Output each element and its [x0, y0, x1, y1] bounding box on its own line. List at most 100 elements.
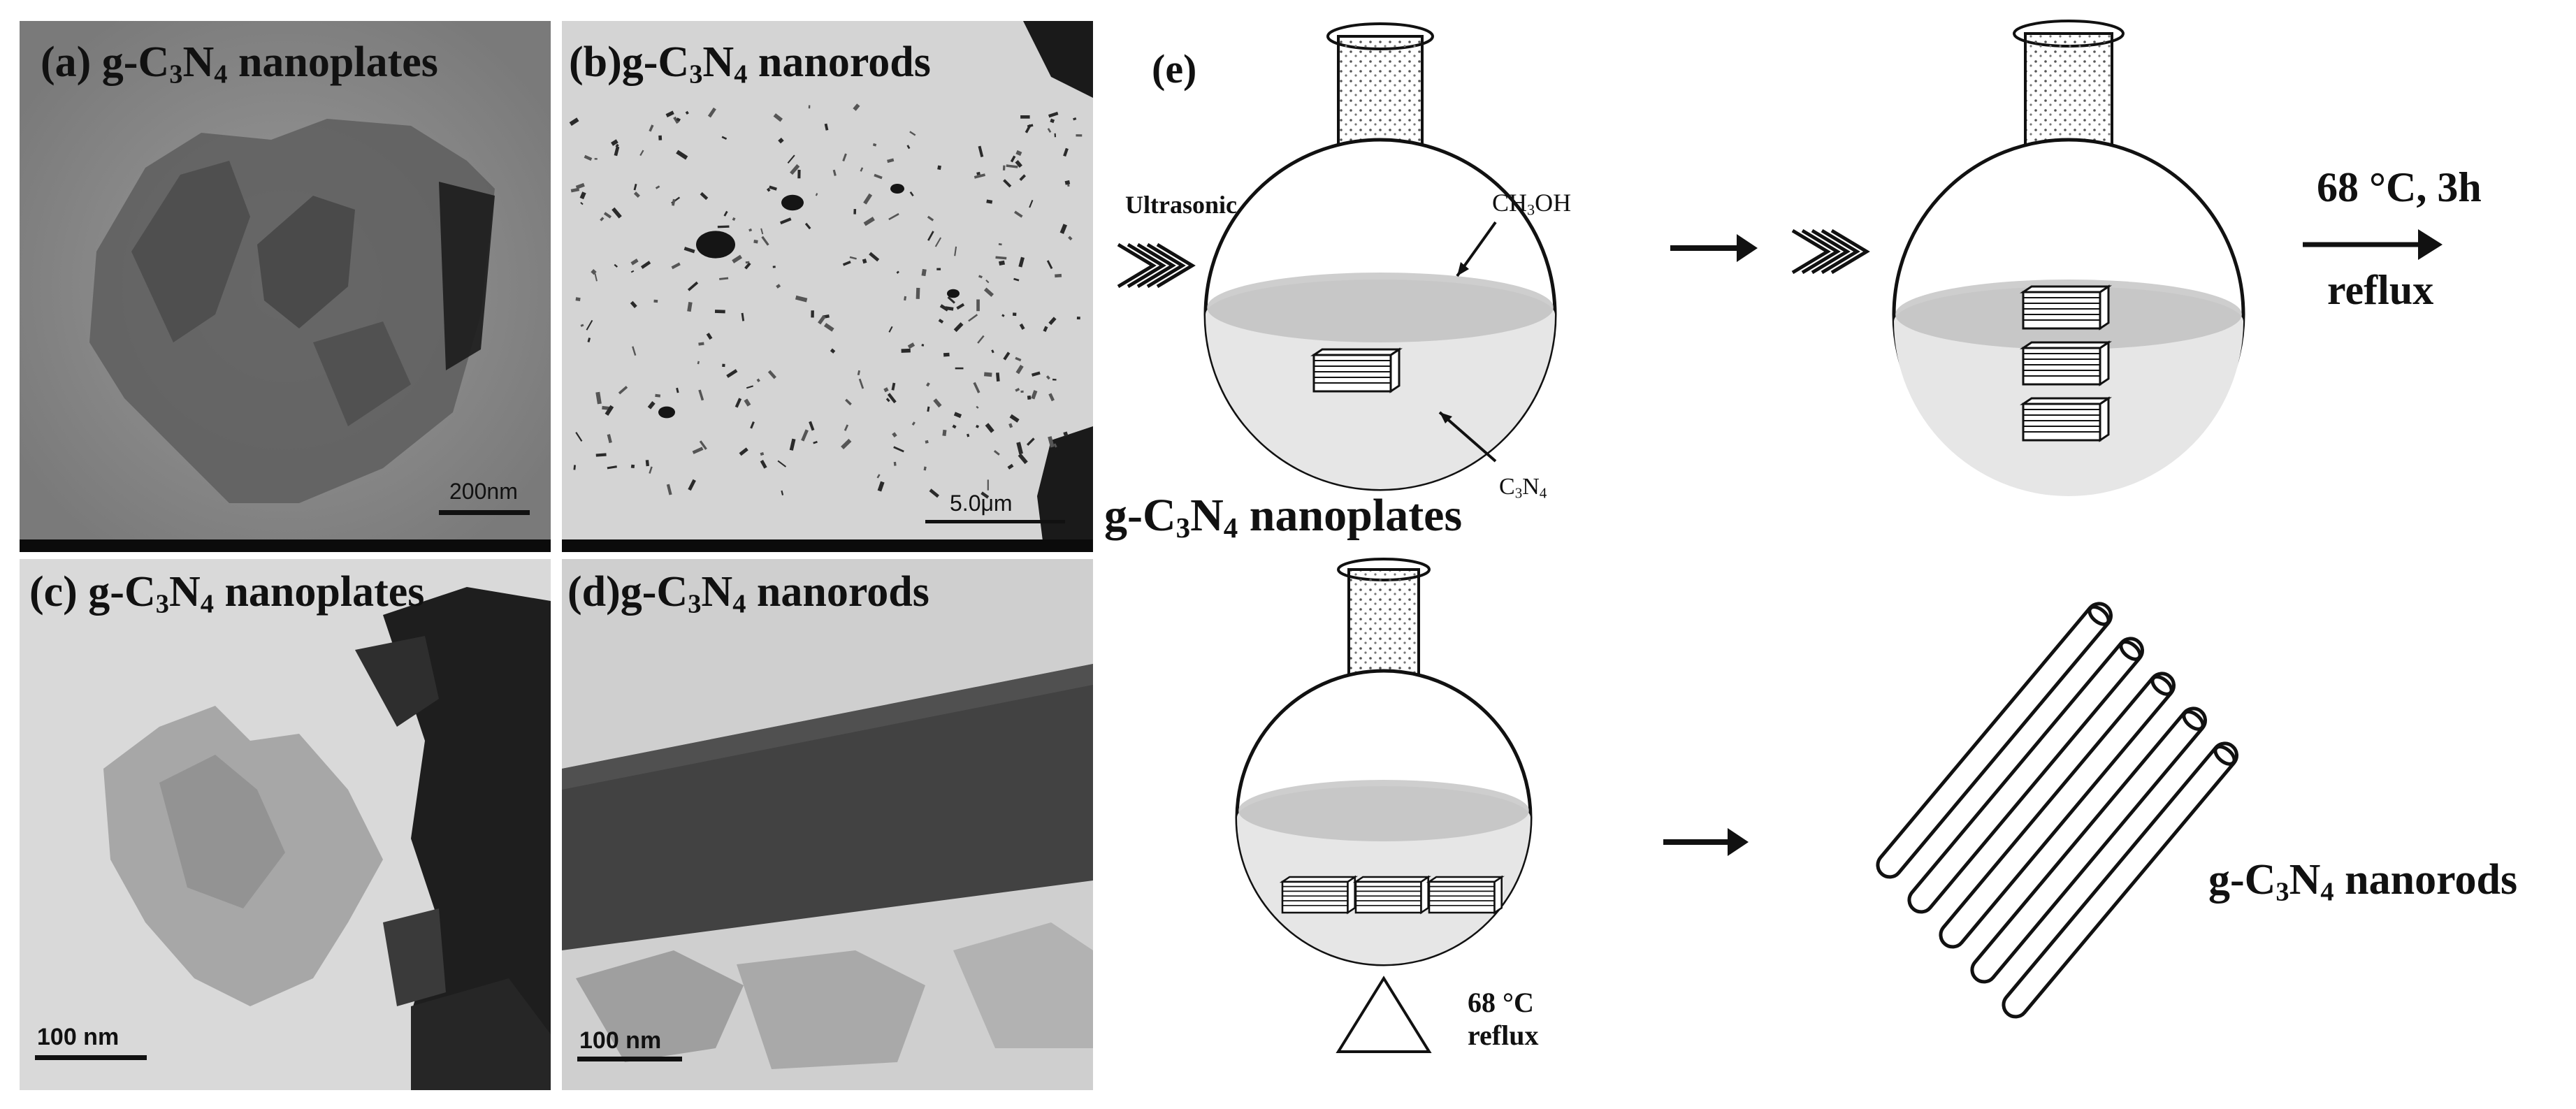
- panel-b-particle: [1076, 134, 1083, 137]
- panel-b-particle: [1018, 453, 1028, 465]
- panel-b-particle: [614, 146, 620, 157]
- panel-b-particle: [618, 386, 628, 395]
- arrow-1-icon: [1670, 234, 1758, 262]
- panel-b-particle: [1007, 463, 1014, 470]
- panel-b-particle: [1031, 371, 1041, 377]
- panel-b-tem-image: (b)g-C3N4 nanorods 5.0μm: [562, 21, 1093, 552]
- panel-b-particle: [1026, 437, 1035, 447]
- panel-b-particle: [947, 296, 955, 304]
- panel-b-particle: [955, 367, 964, 370]
- panel-b-particle: [1006, 164, 1018, 168]
- panel-b-particle: [658, 135, 663, 140]
- panel-b-particle: [906, 145, 911, 150]
- panel-b-particle: [584, 154, 593, 161]
- panel-b-particle: [797, 169, 801, 179]
- panel-c-label: (c) g-C3N4 nanoplates: [29, 568, 425, 619]
- panel-b-particle: [630, 300, 637, 308]
- panel-b-particle: [1055, 273, 1062, 278]
- panel-b-particle: [885, 398, 890, 403]
- panel-b-particle: [655, 393, 661, 398]
- panel-b-particle: [952, 424, 957, 429]
- panel-b-particle: [909, 191, 914, 197]
- panel-b-particle: [909, 131, 916, 136]
- panel-b-particle: [985, 280, 990, 284]
- panel-b-particle: [942, 429, 947, 437]
- panel-b-particle: [853, 208, 857, 215]
- c3n4-label: C3N4: [1499, 474, 1547, 502]
- panel-b-particle: [907, 342, 916, 349]
- panel-b-particle: [983, 372, 992, 377]
- panel-b-particle: [575, 182, 585, 189]
- panel-b-particle: [630, 270, 635, 273]
- panel-b-particle: [953, 322, 964, 333]
- panel-b-particle: [943, 352, 950, 357]
- panel-b-particle: [1063, 147, 1069, 157]
- panel-b-particle: [973, 382, 981, 393]
- panel-b-particle: [779, 217, 792, 225]
- panel-b-aggregate: [658, 406, 675, 419]
- panel-b-particle: [722, 363, 725, 368]
- panel-b-particle: [671, 262, 681, 270]
- panel-b-particle: [676, 387, 679, 393]
- panel-b-particle: [790, 164, 800, 175]
- panel-b-particle: [586, 319, 593, 331]
- panel-b-particle: [1064, 180, 1071, 185]
- panel-b-aggregate: [781, 194, 804, 211]
- panel-b-particle: [1050, 118, 1055, 124]
- panel-b-particle: [811, 310, 814, 318]
- panel-b-particle: [858, 378, 864, 389]
- panel-b-particle: [1010, 155, 1016, 163]
- panel-b-particle: [887, 158, 895, 164]
- c3n4-pointer-icon: [1438, 411, 1497, 463]
- panel-b-particle: [698, 342, 704, 346]
- panel-b-particle: [1013, 277, 1020, 282]
- panel-b-particle: [748, 228, 753, 232]
- panel-b-particle: [611, 139, 618, 146]
- panel-b-particle: [842, 153, 847, 162]
- panel-b-particle: [1020, 390, 1024, 393]
- panel-b-particle: [639, 150, 644, 157]
- panel-b-particle: [745, 261, 750, 264]
- panel-b-particle: [925, 382, 930, 387]
- panel-b-particle: [991, 349, 994, 354]
- ultrasonic-label: Ultrasonic: [1125, 191, 1237, 219]
- flask-1-icon: [1203, 22, 1557, 491]
- panel-b-particle: [1048, 317, 1057, 326]
- panel-b-info-strip: [562, 539, 1093, 552]
- panel-d-scale-text: 100 nm: [579, 1027, 662, 1054]
- panel-a-micrograph: [20, 21, 551, 552]
- panel-b-particle: [983, 287, 994, 297]
- panel-b-particle: [769, 185, 777, 191]
- panel-b-particle: [1029, 200, 1034, 208]
- panel-b-particle: [809, 421, 815, 431]
- panel-b-particle: [778, 137, 784, 144]
- panel-b-particle: [1054, 133, 1057, 138]
- panel-b-particle: [687, 302, 693, 312]
- panel-b-particle: [804, 222, 811, 230]
- ultrasonic-waves-2-icon: [1793, 231, 1867, 273]
- panel-b-particle: [1027, 395, 1032, 400]
- panel-b-particle: [645, 460, 650, 467]
- panel-b-particle: [666, 484, 672, 495]
- panel-b-particle: [1053, 443, 1057, 448]
- panel-b-particle: [824, 123, 829, 131]
- panel-b-particle: [1003, 179, 1012, 188]
- panel-b-particle: [735, 398, 742, 408]
- panel-b-particle: [721, 136, 728, 140]
- panel-b-particle: [857, 370, 860, 376]
- panel-b-particle: [672, 198, 676, 206]
- panel-d-label: (d)g-C3N4 nanorods: [567, 568, 929, 619]
- panel-b-particle: [832, 169, 837, 176]
- panel-b-particle: [777, 460, 787, 467]
- panel-b-particle: [655, 185, 660, 189]
- panel-b-particle: [692, 447, 704, 454]
- panel-b-particle: [853, 103, 860, 111]
- panel-b-particle: [1048, 393, 1055, 402]
- panel-c-scale-bar: [35, 1055, 147, 1060]
- panel-b-particle: [976, 299, 980, 312]
- panel-b-particle: [929, 488, 940, 498]
- panel-b-aggregate: [696, 231, 735, 259]
- panel-b-particle: [773, 113, 783, 122]
- panel-b-particle: [760, 451, 765, 456]
- panel-b-particle: [1059, 224, 1067, 234]
